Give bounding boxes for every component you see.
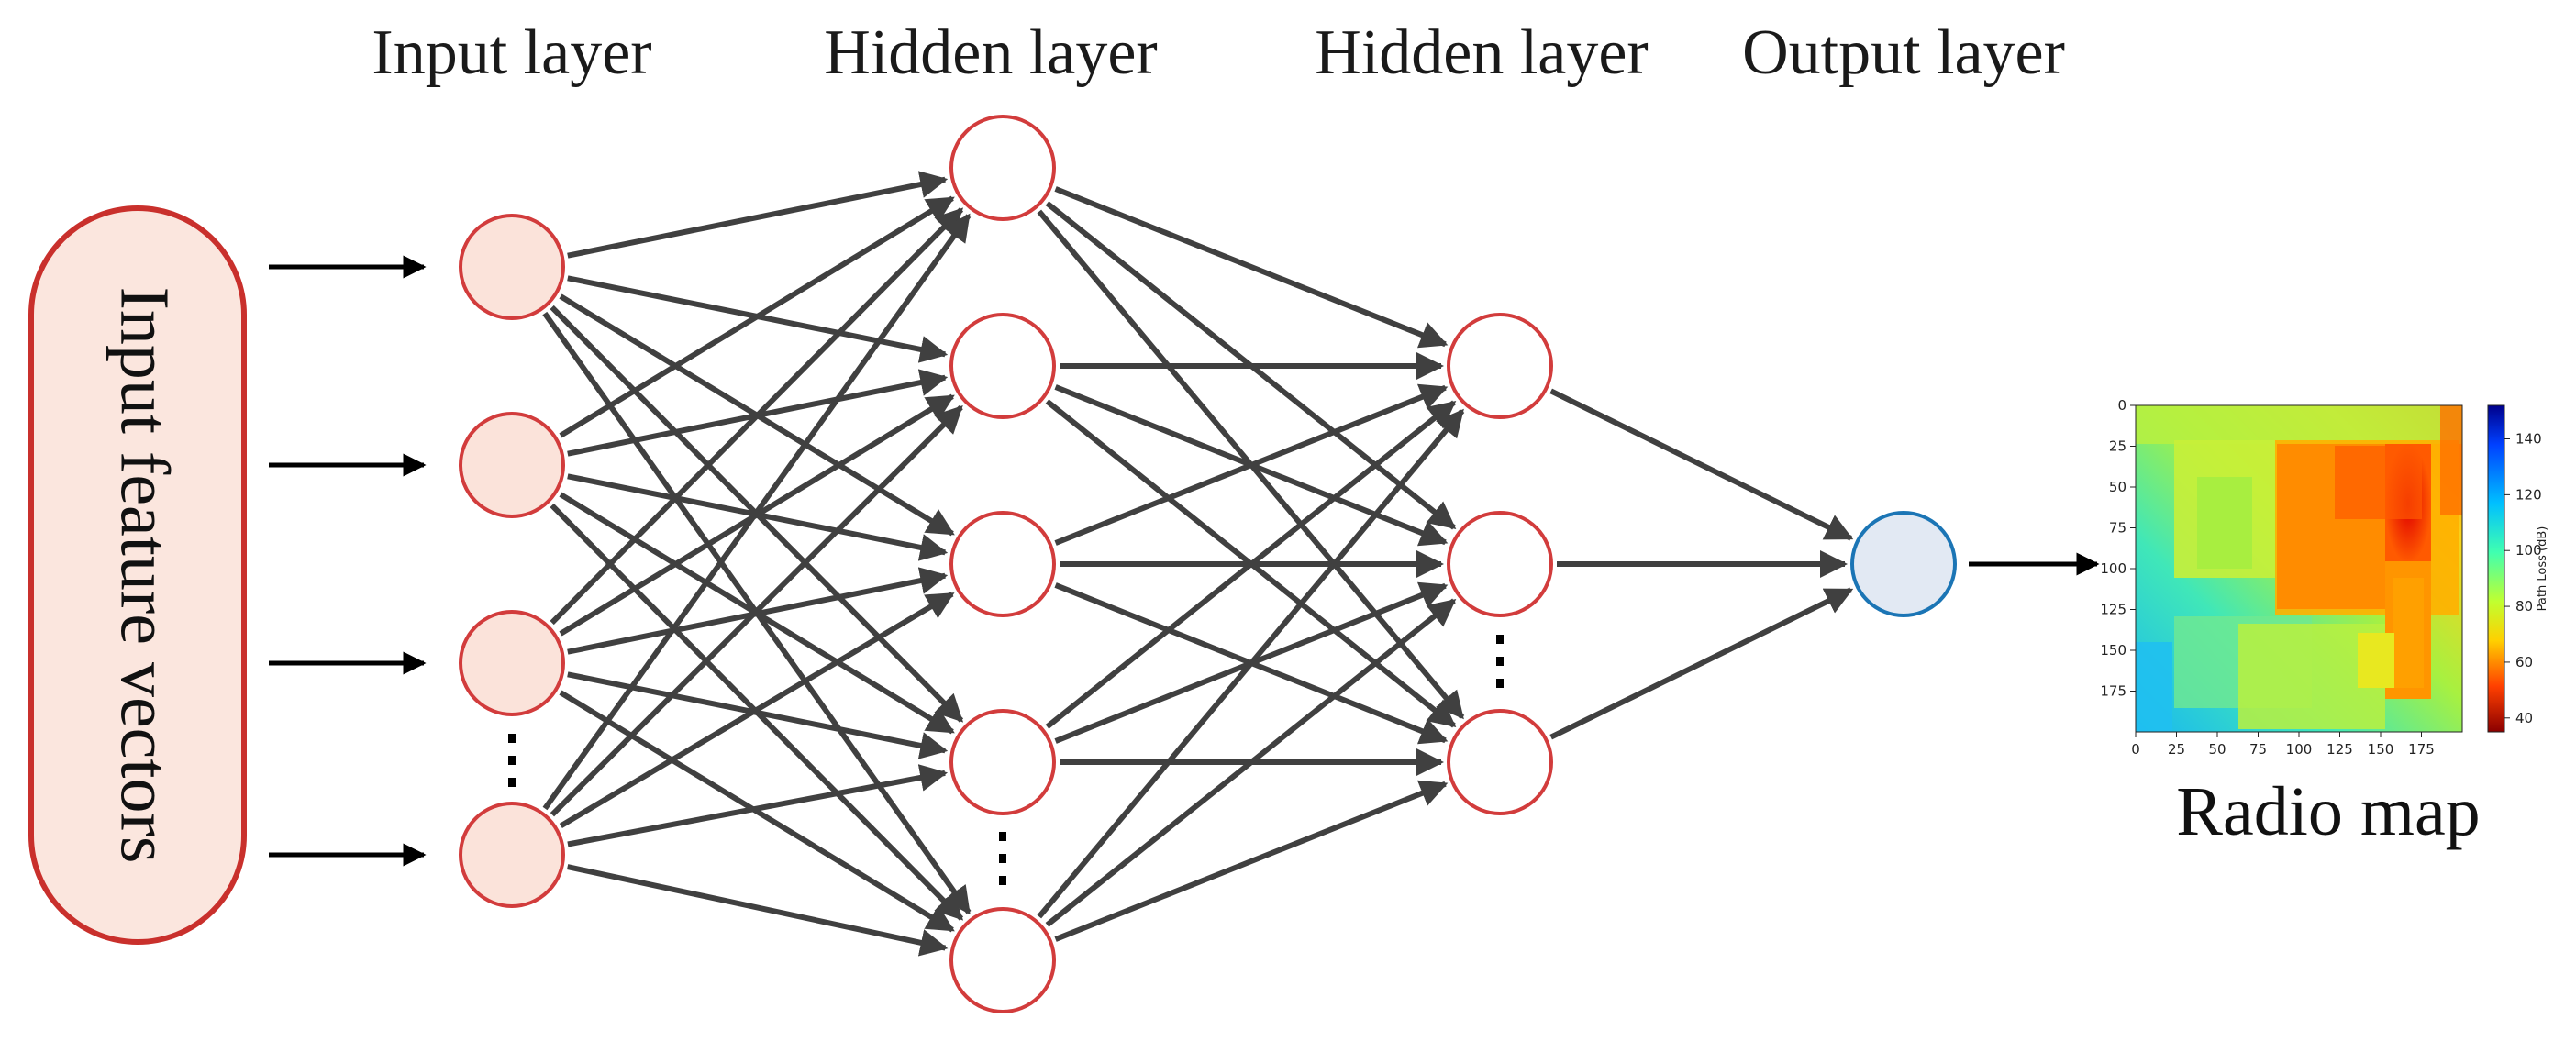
x-tick-label: 75: [2249, 741, 2267, 758]
ellipsis-dot: [999, 832, 1006, 841]
connection-arrow: [1045, 598, 1457, 927]
y-tick-label: 100: [2100, 560, 2126, 577]
ellipsis-dot: [999, 876, 1006, 885]
colorbar-axis: 140 120 100 80 60 40: [2504, 431, 2542, 726]
y-tick-label: 175: [2100, 683, 2126, 700]
ellipsis-dot: [508, 756, 516, 765]
input-node: [459, 214, 565, 320]
input-feature-label: Input feature vectors: [106, 287, 183, 864]
hidden1-node: [949, 313, 1056, 419]
hidden1-node: [949, 907, 1056, 1013]
connection-arrow: [566, 864, 949, 957]
y-tick-label: 50: [2109, 479, 2126, 495]
hidden1-node: [949, 511, 1056, 617]
connection-arrow: [567, 171, 949, 259]
connection-arrow: [567, 764, 949, 847]
connection-arrow: [1054, 780, 1449, 942]
connection-arrow: [559, 592, 955, 828]
output-layer-title: Output layer: [1742, 17, 2065, 88]
y-tick-label: 75: [2109, 520, 2126, 537]
y-tick-label: 0: [2117, 397, 2126, 414]
radio-map-axes: 0 25 50 75 100 125 150 175 0 25 50 75 100 125 150 175: [2100, 397, 2434, 758]
ellipsis-dot: [508, 734, 516, 743]
connection-arrow: [1549, 587, 1854, 740]
input-node: [459, 610, 565, 716]
colorbar-tick-label: 100: [2515, 542, 2542, 559]
ellipsis-dot: [1496, 657, 1504, 666]
ellipsis-dot: [1496, 679, 1504, 688]
hidden1-node: [949, 709, 1056, 815]
connection-arrow: [1037, 408, 1465, 919]
x-tick-label: 100: [2286, 741, 2313, 758]
connection-arrow: [542, 213, 972, 811]
nodes: [459, 115, 1957, 1013]
connection-arrow: [559, 195, 955, 438]
colorbar-tick-label: 140: [2515, 431, 2542, 448]
hidden-layer-2-title: Hidden layer: [1315, 17, 1648, 88]
colorbar: [2487, 404, 2505, 733]
colorbar-tick-label: 40: [2515, 710, 2533, 726]
input-node: [459, 412, 565, 518]
x-tick-label: 175: [2408, 741, 2435, 758]
colorbar-title: Path Loss (dB): [2536, 526, 2549, 612]
ellipsis-dot: [508, 778, 516, 787]
connections: [269, 171, 2100, 957]
y-tick-label: 125: [2100, 602, 2126, 618]
ellipsis-dot: [999, 854, 1006, 863]
hidden1-node: [949, 115, 1056, 221]
colorbar-tick-label: 80: [2515, 598, 2533, 615]
connection-arrow: [1045, 400, 1457, 729]
connection-arrow: [1054, 383, 1449, 546]
x-tick-label: 0: [2131, 741, 2140, 758]
input-feature-box: Input feature vectors: [28, 205, 247, 945]
radio-map-label: Radio map: [2176, 773, 2480, 850]
connection-arrow: [550, 405, 963, 817]
radio-map-image: [2135, 404, 2463, 733]
colorbar-tick-label: 120: [2515, 486, 2542, 503]
hidden2-node: [1447, 511, 1553, 617]
hidden2-node: [1447, 313, 1553, 419]
x-tick-label: 150: [2368, 741, 2394, 758]
ellipsis-dot: [1496, 635, 1504, 644]
output-node: [1850, 511, 1957, 617]
connection-arrow: [550, 207, 964, 626]
hidden2-node: [1447, 709, 1553, 815]
colorbar-tick-label: 60: [2515, 654, 2533, 670]
connection-arrow: [1054, 186, 1449, 349]
radio-map: 0 25 50 75 100 125 150 175 0 25 50 75 100 125 150 175 1…: [2100, 397, 2549, 850]
x-tick-label: 125: [2326, 741, 2353, 758]
x-tick-label: 50: [2208, 741, 2226, 758]
y-tick-label: 25: [2109, 438, 2126, 455]
connection-arrow: [1549, 388, 1854, 541]
input-layer-title: Input layer: [372, 17, 651, 88]
input-node: [459, 802, 565, 908]
y-tick-label: 150: [2100, 642, 2126, 659]
hidden-layer-1-title: Hidden layer: [824, 17, 1157, 88]
x-tick-label: 25: [2168, 741, 2185, 758]
ellipsis-dots: [508, 635, 1504, 885]
